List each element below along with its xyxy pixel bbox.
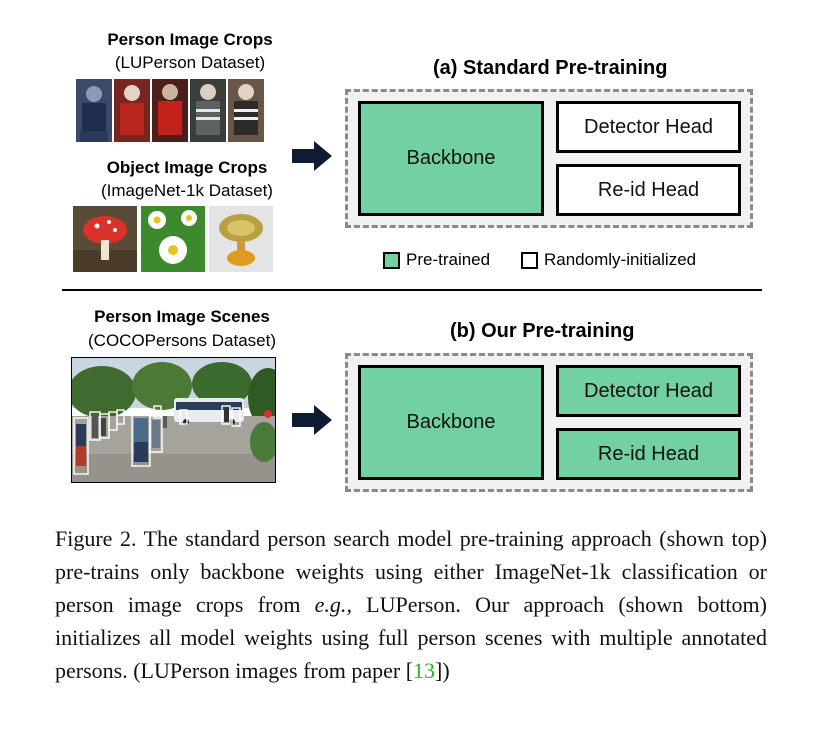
legend-pretrained-swatch — [383, 251, 400, 269]
legend-pretrained: Pre-trained — [383, 250, 490, 270]
figure-caption: Figure 2. The standard person search mod… — [55, 522, 767, 687]
caption-part3: ]) — [435, 658, 450, 683]
panel-b-reid-head: Re-id Head — [556, 428, 741, 480]
legend-pretrained-label: Pre-trained — [406, 250, 491, 269]
panel-a-reid-head: Re-id Head — [556, 164, 741, 216]
person-scene-image-frame — [68, 357, 288, 483]
panel-b-title: (b) Our Pre-training — [450, 320, 635, 342]
section-divider — [62, 289, 762, 291]
caption-eg: e.g. — [314, 592, 347, 617]
person-crops-image — [76, 79, 264, 142]
object-crops-strip — [73, 206, 273, 272]
arrow-right-icon — [292, 405, 332, 435]
object-crops-title: Object Image Crops — [106, 158, 268, 177]
legend-random-init-label: Randomly-initialized — [544, 250, 697, 269]
person-scenes-dataset: (COCOPersons Dataset) — [88, 331, 276, 350]
person-crops-title: Person Image Crops — [107, 30, 273, 49]
caption-part1: Figure 2. The standard person search mod… — [55, 526, 767, 617]
panel-a-detector-head: Detector Head — [556, 101, 741, 153]
person-crops-dataset: (LUPerson Dataset) — [114, 53, 266, 72]
object-crops-dataset: (ImageNet-1k Dataset) — [101, 181, 273, 200]
legend-random-init: Randomly-initialized — [521, 250, 696, 270]
person-scenes-title: Person Image Scenes — [94, 307, 270, 326]
panel-b-detector-head: Detector Head — [556, 365, 741, 417]
arrow-right-icon — [292, 141, 332, 171]
object-crops-image — [73, 206, 273, 272]
panel-a-backbone: Backbone — [358, 101, 544, 216]
person-scene-image — [68, 358, 288, 482]
person-crops-strip — [76, 79, 264, 142]
legend-random-init-swatch — [521, 251, 538, 269]
caption-part2: , LUPerson. Our approach (shown bottom) … — [55, 592, 767, 683]
panel-a-title: (a) Standard Pre-training — [433, 57, 668, 79]
panel-b-backbone: Backbone — [358, 365, 544, 480]
citation-link[interactable]: 13 — [413, 658, 436, 683]
